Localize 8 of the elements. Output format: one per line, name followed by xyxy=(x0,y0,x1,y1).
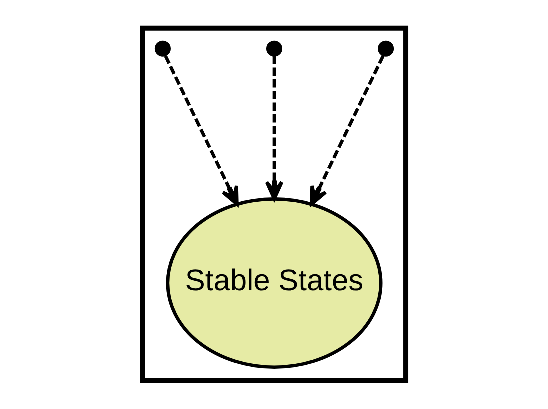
node-ellipse: Stable States xyxy=(166,198,382,370)
node-circle xyxy=(154,40,170,57)
node-circle xyxy=(266,40,282,57)
arrow xyxy=(164,56,238,206)
arrow xyxy=(310,56,384,206)
cluster xyxy=(140,26,408,384)
node-circle xyxy=(378,40,394,57)
arrow xyxy=(264,56,284,201)
